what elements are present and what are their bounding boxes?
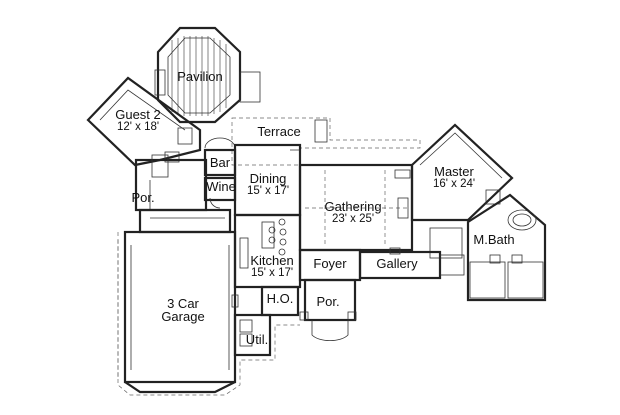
master-walls xyxy=(410,123,514,222)
garage-name: 3 Car xyxy=(167,296,199,311)
master-label: Master 16' x 24' xyxy=(433,165,475,191)
terrace-label: Terrace xyxy=(257,125,300,138)
ho-label: H.O. xyxy=(267,292,294,305)
ho-name: H.O. xyxy=(266,291,294,306)
garage-dim: Garage xyxy=(161,309,205,324)
por-left-label: Por. xyxy=(131,191,154,204)
mbath-name: M.Bath xyxy=(473,232,515,247)
front-entry-walls xyxy=(260,278,357,342)
wine-label: Wine xyxy=(206,180,236,193)
garage-label: 3 Car Garage xyxy=(161,297,204,323)
wine-name: Wine xyxy=(206,179,236,194)
guest2-label: Guest 2 12' x 18' xyxy=(115,108,161,134)
guest2-dim: 12' x 18' xyxy=(116,121,160,133)
pavilion-name: Pavilion xyxy=(177,69,223,84)
pavilion-label: Pavilion xyxy=(177,70,223,83)
gathering-dim: 23' x 25' xyxy=(331,213,375,225)
por-left-name: Por. xyxy=(131,190,155,205)
bar-label: Bar xyxy=(210,156,230,169)
util-label: Util. xyxy=(246,333,268,346)
kitchen-label: Kitchen 15' x 17' xyxy=(250,254,293,280)
gathering-label: Gathering 23' x 25' xyxy=(324,200,381,226)
gathering-name: Gathering xyxy=(324,199,382,214)
pavilion-structure xyxy=(154,26,261,124)
foyer-label: Foyer xyxy=(313,257,346,270)
gallery-name: Gallery xyxy=(376,256,418,271)
master-dim: 16' x 24' xyxy=(432,178,476,190)
foyer-name: Foyer xyxy=(313,256,347,271)
roof-outline xyxy=(117,232,300,396)
gallery-label: Gallery xyxy=(376,257,417,270)
por-front-label: Por. xyxy=(316,295,339,308)
utility-walls xyxy=(233,313,272,357)
dining-name: Dining xyxy=(249,171,287,186)
terrace-name: Terrace xyxy=(257,124,301,139)
mbath-label: M.Bath xyxy=(473,233,514,246)
master-name: Master xyxy=(434,164,474,179)
util-name: Util. xyxy=(245,332,269,347)
terrace-outline xyxy=(231,117,421,166)
master-bath-walls xyxy=(429,193,547,302)
por-front-name: Por. xyxy=(316,294,340,309)
kitchen-dim: 15' x 17' xyxy=(250,267,294,279)
kitchen-name: Kitchen xyxy=(250,253,294,268)
bar-name: Bar xyxy=(209,155,231,170)
dining-label: Dining 15' x 17' xyxy=(247,172,289,198)
dining-dim: 15' x 17' xyxy=(246,185,290,197)
guest2-name: Guest 2 xyxy=(115,107,161,122)
